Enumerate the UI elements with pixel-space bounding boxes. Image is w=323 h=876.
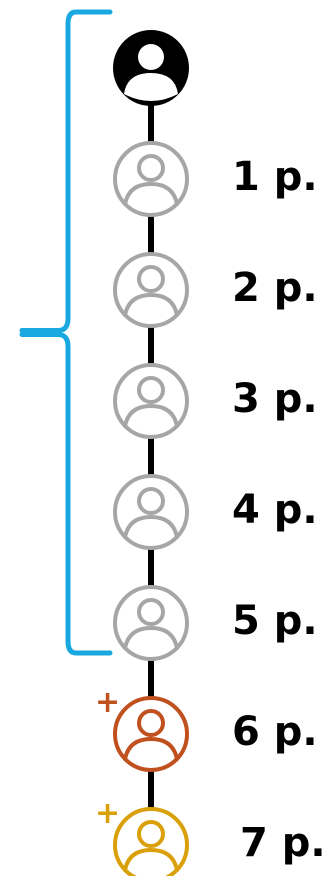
plus-icon: +	[95, 796, 120, 831]
user-icon	[113, 807, 189, 876]
user-icon	[113, 696, 189, 772]
user-icon	[113, 141, 189, 217]
node-layer: ++	[95, 30, 189, 876]
level-label: 4 p.	[232, 487, 318, 533]
bracket-shape	[19, 9, 113, 656]
level-label: 2 p.	[232, 265, 318, 311]
level-label: 5 p.	[232, 598, 318, 644]
user-icon	[113, 363, 189, 439]
level-label: 6 p.	[232, 709, 318, 755]
level-bracket	[19, 9, 113, 656]
root-user-icon	[113, 30, 189, 106]
level-label: 1 p.	[232, 154, 318, 200]
plus-icon: +	[95, 685, 120, 720]
level-label: 7 p.	[240, 820, 323, 866]
level-label: 3 p.	[232, 376, 318, 422]
user-icon	[113, 585, 189, 661]
user-icon	[113, 252, 189, 328]
user-icon	[113, 474, 189, 550]
